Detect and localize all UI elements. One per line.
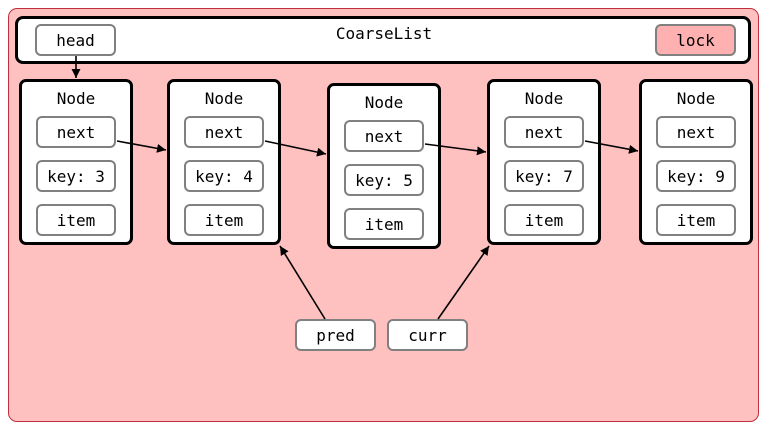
curr-arrow	[437, 245, 490, 320]
curr-pointer: curr	[387, 319, 468, 351]
node-title: Node	[56, 89, 96, 108]
next-arrow	[116, 140, 167, 153]
node-item-field: item	[656, 204, 736, 236]
lock-field: lock	[655, 24, 736, 56]
node-key-9: Node next key: 9 item	[639, 79, 753, 245]
next-arrow	[264, 140, 327, 157]
next-arrow	[424, 143, 487, 156]
pred-pointer: pred	[295, 319, 376, 351]
node-key-field: key: 7	[504, 160, 584, 192]
node-next-field: next	[656, 116, 736, 148]
node-key-5: Node next key: 5 item	[327, 83, 441, 249]
node-title: Node	[364, 93, 404, 112]
node-next-field: next	[344, 120, 424, 152]
node-item-field: item	[36, 204, 116, 236]
node-title: Node	[676, 89, 716, 108]
node-key-4: Node next key: 4 item	[167, 79, 281, 245]
node-title: Node	[204, 89, 244, 108]
node-key-field: key: 4	[184, 160, 264, 192]
coarse-list-object	[15, 16, 751, 64]
node-next-field: next	[504, 116, 584, 148]
node-item-field: item	[344, 208, 424, 240]
node-next-field: next	[184, 116, 264, 148]
list-title: CoarseList	[335, 24, 433, 43]
pred-arrow	[279, 245, 326, 320]
node-key-field: key: 5	[344, 164, 424, 196]
next-arrow	[584, 140, 639, 154]
node-key-field: key: 3	[36, 160, 116, 192]
node-key-field: key: 9	[656, 160, 736, 192]
node-title: Node	[524, 89, 564, 108]
node-key-7: Node next key: 7 item	[487, 79, 601, 245]
head-field: head	[35, 24, 116, 56]
node-item-field: item	[184, 204, 264, 236]
node-item-field: item	[504, 204, 584, 236]
node-key-3: Node next key: 3 item	[19, 79, 133, 245]
node-next-field: next	[36, 116, 116, 148]
